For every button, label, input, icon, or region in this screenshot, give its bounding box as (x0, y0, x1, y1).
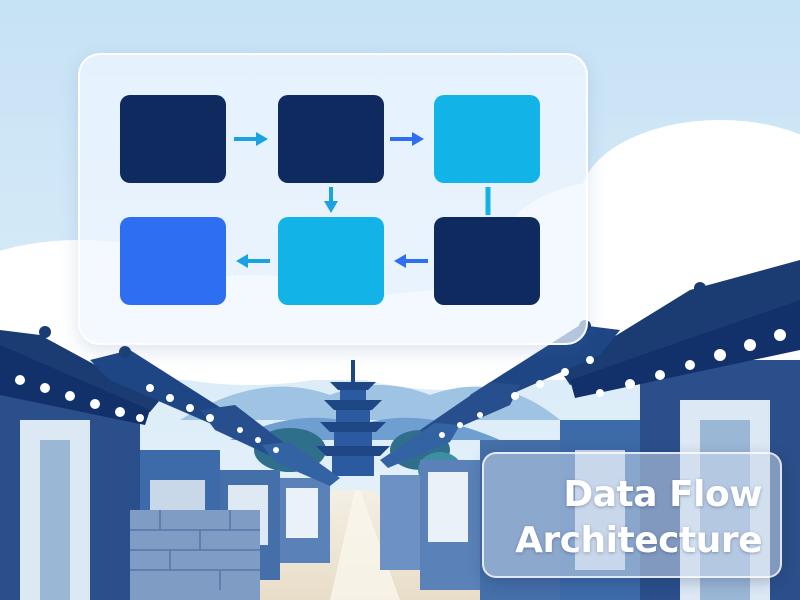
title-line-1: Data Flow (563, 474, 762, 515)
left-buildings (0, 326, 340, 600)
flow-node-5 (278, 217, 384, 305)
flow-node-4 (120, 217, 226, 305)
connector-line (485, 187, 491, 215)
arrow-left-icon (236, 254, 270, 268)
flow-node-2 (278, 95, 384, 183)
flow-node-3 (434, 95, 540, 183)
flow-diagram-panel (78, 53, 588, 345)
arrow-down-icon (324, 187, 338, 213)
pagoda (316, 360, 390, 476)
arrow-right-icon (390, 132, 424, 146)
title-card: Data Flow Architecture (482, 452, 782, 578)
arrow-right-icon (234, 132, 268, 146)
flow-node-6 (434, 217, 540, 305)
flow-node-1 (120, 95, 226, 183)
arrow-left-icon (394, 254, 428, 268)
title-line-2: Architecture (515, 520, 762, 561)
